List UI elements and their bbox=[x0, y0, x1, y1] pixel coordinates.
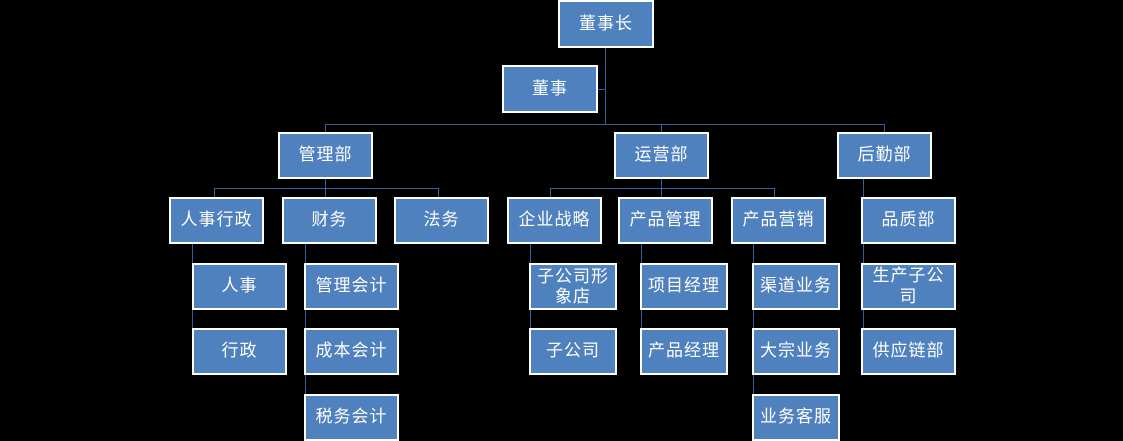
node-tax-accounting[interactable]: 税务会计 bbox=[304, 394, 399, 441]
node-director[interactable]: 董事 bbox=[502, 65, 598, 113]
node-business-customer-service[interactable]: 业务客服 bbox=[752, 394, 840, 441]
node-management-accounting[interactable]: 管理会计 bbox=[304, 263, 399, 310]
connector-level2-drop-mgmt bbox=[325, 124, 326, 132]
node-corporate-strategy[interactable]: 企业战略 bbox=[507, 197, 602, 244]
node-bulk-business[interactable]: 大宗业务 bbox=[752, 328, 840, 375]
node-product-manager[interactable]: 产品经理 bbox=[640, 328, 728, 375]
node-chairman[interactable]: 董事长 bbox=[558, 0, 654, 48]
connector-ops-drop-strategy bbox=[550, 188, 551, 197]
node-channel-business[interactable]: 渠道业务 bbox=[752, 263, 840, 310]
connector-mgmt-bus bbox=[214, 188, 438, 189]
node-hr-admin[interactable]: 人事行政 bbox=[169, 197, 264, 244]
node-product-management[interactable]: 产品管理 bbox=[618, 197, 713, 244]
node-finance[interactable]: 财务 bbox=[282, 197, 377, 244]
node-legal[interactable]: 法务 bbox=[394, 197, 489, 244]
connector-mgmt-drop-legal bbox=[438, 188, 439, 197]
connector-ops-drop-pm bbox=[661, 188, 662, 197]
node-subsidiary[interactable]: 子公司 bbox=[529, 328, 617, 375]
node-management-dept[interactable]: 管理部 bbox=[278, 132, 373, 179]
node-logistics-dept[interactable]: 后勤部 bbox=[837, 132, 932, 179]
connector-mgmt-drop-fin bbox=[325, 188, 326, 197]
connector-chairman-trunk bbox=[605, 48, 606, 124]
node-project-manager[interactable]: 项目经理 bbox=[640, 263, 728, 310]
connector-level2-drop-log bbox=[884, 124, 885, 132]
connector-level2-bus bbox=[325, 124, 885, 125]
connector-mgmt-drop-hr bbox=[214, 188, 215, 197]
connector-mgmt-down bbox=[325, 179, 326, 188]
node-operations-dept[interactable]: 运营部 bbox=[614, 132, 709, 179]
connector-level2-drop-ops bbox=[661, 124, 662, 132]
node-admin[interactable]: 行政 bbox=[192, 328, 287, 375]
node-product-marketing[interactable]: 产品营销 bbox=[731, 197, 826, 244]
connector-ops-bus bbox=[550, 188, 774, 189]
connector-ops-down bbox=[661, 179, 662, 188]
node-production-subsidiary[interactable]: 生产子公司 bbox=[861, 263, 956, 310]
node-cost-accounting[interactable]: 成本会计 bbox=[304, 328, 399, 375]
node-supply-chain-dept[interactable]: 供应链部 bbox=[861, 328, 956, 375]
connector-director-stub bbox=[597, 89, 606, 90]
connector-ops-drop-mkt bbox=[774, 188, 775, 197]
node-quality-dept[interactable]: 品质部 bbox=[861, 197, 956, 244]
node-subsidiary-image-store[interactable]: 子公司形象店 bbox=[529, 263, 617, 310]
node-hr[interactable]: 人事 bbox=[192, 263, 287, 310]
